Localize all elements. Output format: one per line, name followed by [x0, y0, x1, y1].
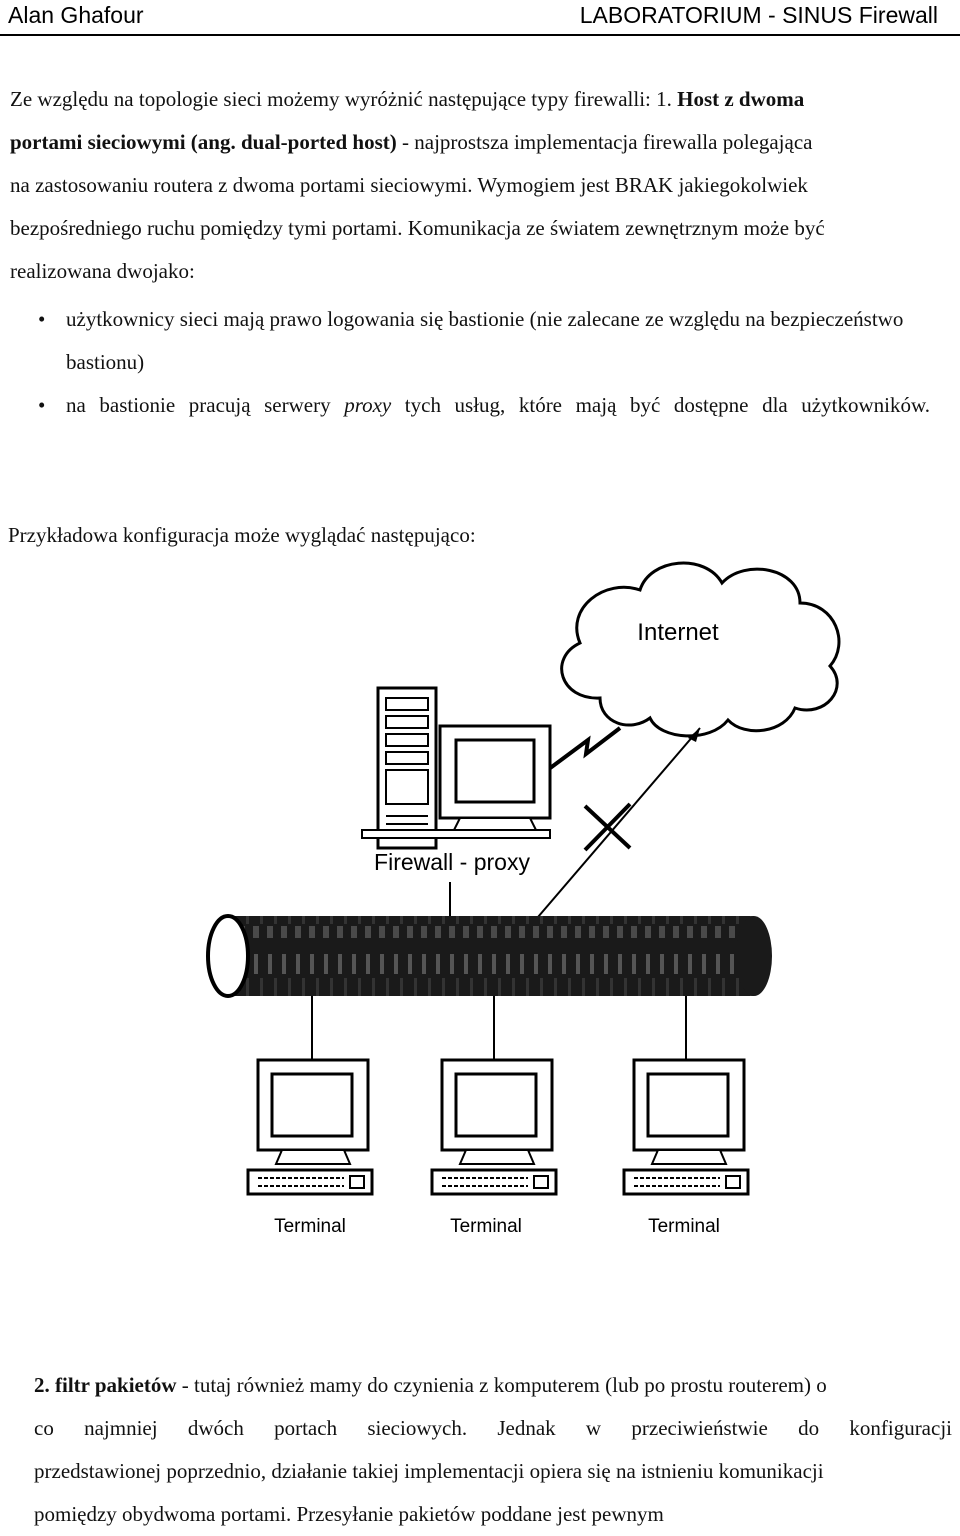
intro-line-3: na zastosowaniu routera z dwoma portami …: [10, 173, 808, 197]
network-diagram: Internet Firewall - proxy: [206, 561, 841, 1237]
bullet-list: • użytkownicy sieci mają prawo logowania…: [0, 298, 930, 427]
bullet-item-2: • na bastionie pracują serwery proxy tyc…: [0, 384, 930, 427]
direct-link-line: [519, 727, 701, 939]
section-2-paragraph: 2. filtr pakietów - tutaj również mamy d…: [34, 1364, 952, 1536]
bullet-symbol: •: [38, 307, 46, 331]
bullet-text-1: użytkownicy sieci mają prawo logowania s…: [66, 307, 904, 374]
firewall-label: Firewall - proxy: [374, 849, 530, 875]
section-2-line-2: co najmniej dwóch portach sieciowych. Je…: [34, 1416, 952, 1440]
section-2-line-3: przedstawionej poprzednio, działanie tak…: [34, 1459, 824, 1483]
header-divider: [0, 34, 960, 36]
page-header: Alan Ghafour LABORATORIUM - SINUS Firewa…: [0, 0, 960, 36]
example-caption: Przykładowa konfiguracja może wyglądać n…: [8, 523, 476, 547]
bullet-item-1: • użytkownicy sieci mają prawo logowania…: [0, 298, 930, 384]
lightning-link-icon: [528, 726, 622, 785]
header-author: Alan Ghafour: [8, 2, 144, 28]
internet-cloud-icon: [560, 561, 841, 738]
section-2-line-4: pomiędzy obydwoma portami. Przesyłanie p…: [34, 1502, 664, 1526]
firewall-monitor-icon: [361, 724, 552, 839]
blocked-cross-icon: [583, 802, 632, 852]
intro-line-4: bezpośredniego ruchu pomiędzy tymi porta…: [10, 216, 825, 240]
terminal-1-icon: [246, 1058, 374, 1196]
terminal-2-icon: [430, 1058, 558, 1196]
terminal-3-icon: [622, 1058, 750, 1196]
section-2-line-1: 2. filtr pakietów - tutaj również mamy d…: [34, 1373, 827, 1397]
network-cable-icon: [206, 914, 772, 998]
firewall-server-icon: [376, 686, 438, 850]
intro-paragraph: Ze względu na topologie sieci możemy wyr…: [10, 78, 950, 293]
intro-line-5: realizowana dwojako:: [10, 259, 195, 283]
intro-line-2: portami sieciowymi (ang. dual-ported hos…: [10, 130, 813, 154]
arrow-head-icon: [688, 728, 700, 742]
header-title: LABORATORIUM - SINUS Firewall: [579, 2, 938, 28]
bullet-text-2a: na bastionie pracują serwery: [66, 393, 345, 417]
bullet-text-2b: tych usług, które mają być dostępne dla …: [391, 393, 930, 417]
bullet-text-2-em: proxy: [344, 393, 392, 417]
terminal-3-label: Terminal: [648, 1216, 720, 1237]
bullet-symbol: •: [38, 393, 46, 417]
terminal-1-label: Terminal: [274, 1216, 346, 1237]
internet-label: Internet: [637, 619, 719, 646]
intro-line-1: Ze względu na topologie sieci możemy wyr…: [10, 87, 805, 111]
terminal-2-label: Terminal: [450, 1216, 522, 1237]
